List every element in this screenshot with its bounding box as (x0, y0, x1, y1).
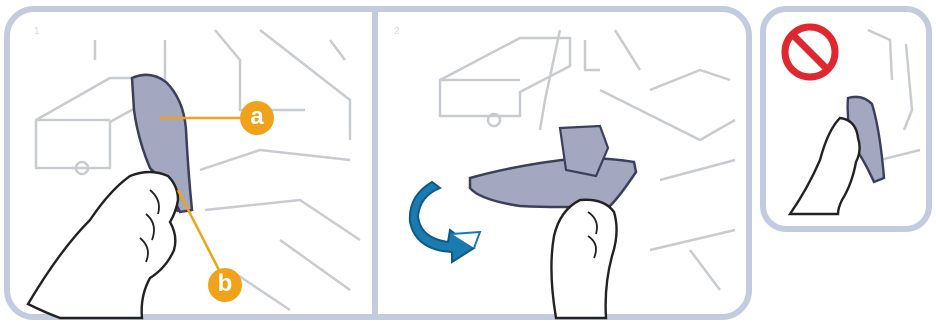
rotate-arrow-icon (410, 182, 480, 262)
callout-a: a (240, 101, 274, 135)
hand-illustration-2 (551, 200, 616, 318)
hand-illustration-3 (790, 118, 860, 214)
bent-plate-part-rotated (470, 158, 636, 207)
prohibition-icon (785, 27, 835, 77)
callout-b: b (208, 268, 242, 302)
callout-b-leader (178, 190, 220, 272)
hand-illustration-1 (28, 172, 178, 318)
